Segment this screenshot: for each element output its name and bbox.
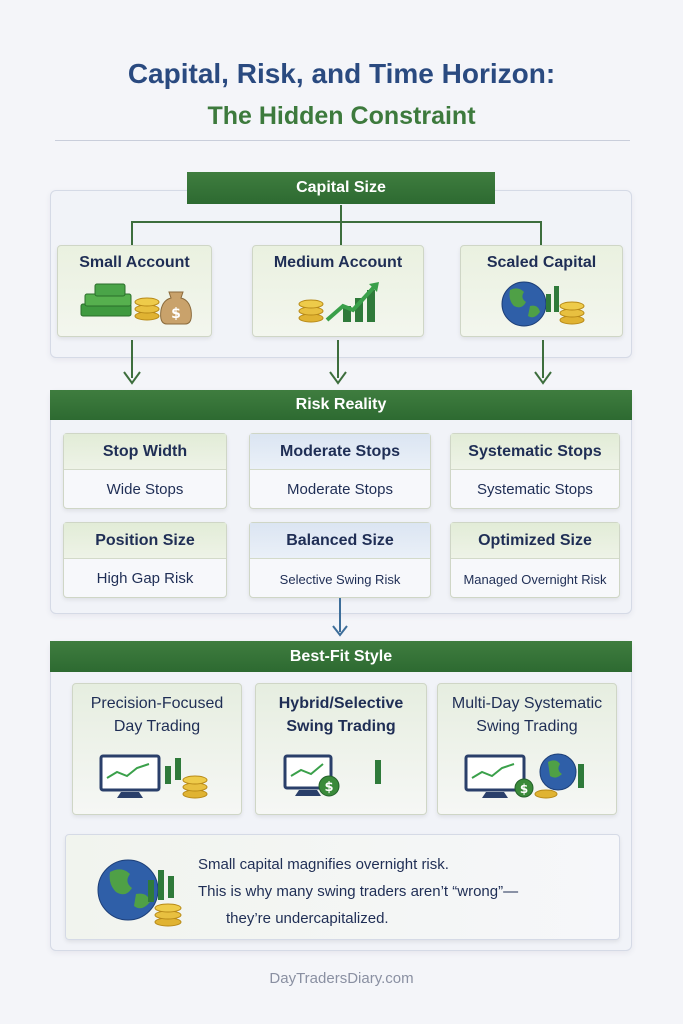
stop-width-header: Stop Width (64, 434, 226, 470)
moderate-stops-header: Moderate Stops (250, 434, 430, 470)
note-line3: they’re undercapitalized. (226, 910, 389, 927)
capital-connectors (123, 205, 552, 385)
stop-width-value: Wide Stops (106, 481, 184, 498)
balanced-size-cell: Balanced Size Selective Swing Risk (249, 522, 431, 598)
position-size-cell: Position Size High Gap Risk (63, 522, 227, 598)
balanced-size-header: Balanced Size (250, 523, 430, 559)
systematic-swing-card: Multi-Day Systematic Swing Trading $ (437, 683, 617, 815)
footer-website: DayTradersDiary.com (269, 970, 414, 987)
money-bag-icon: $ (80, 283, 192, 325)
small-account-card: Small Account $ (57, 245, 212, 337)
svg-text:$: $ (520, 782, 528, 796)
optimized-size-value: Managed Overnight Risk (463, 572, 607, 587)
medium-account-label: Medium Account (273, 254, 403, 271)
position-size-value: High Gap Risk (96, 570, 194, 587)
systematic-stops-value: Systematic Stops (477, 481, 593, 498)
systematic-stops-cell: Systematic Stops Systematic Stops (450, 433, 620, 509)
position-size-header: Position Size (64, 523, 226, 559)
systematic-swing-label-line1: Multi-Day Systematic (451, 695, 603, 712)
page-subtitle: The Hidden Constraint (207, 102, 476, 130)
scaled-capital-card: Scaled Capital (460, 245, 623, 337)
monitor-globe-icon: $ (464, 753, 584, 799)
page-title: Capital, Risk, and Time Horizon: (127, 58, 556, 89)
small-account-label: Small Account (79, 254, 190, 271)
title-divider (55, 140, 630, 141)
monitor-moon-icon: $ (283, 754, 381, 797)
svg-text:$: $ (324, 780, 333, 795)
svg-text:$: $ (171, 306, 181, 322)
note-line1: Small capital magnifies overnight risk. (198, 856, 449, 873)
day-trading-label-line1: Precision-Focused (90, 695, 224, 712)
swing-trading-label-line2: Swing Trading (286, 718, 396, 735)
capital-size-header: Capital Size (187, 172, 495, 204)
moderate-stops-value: Moderate Stops (287, 481, 393, 498)
systematic-swing-label-line2: Swing Trading (476, 718, 578, 735)
swing-trading-card: Hybrid/Selective Swing Trading $ (255, 683, 427, 815)
medium-account-card: Medium Account (252, 245, 424, 337)
systematic-stops-header: Systematic Stops (451, 434, 619, 470)
scaled-capital-label: Scaled Capital (486, 254, 597, 271)
optimized-size-header: Optimized Size (451, 523, 619, 559)
day-trading-card: Precision-Focused Day Trading (72, 683, 242, 815)
globe-coins-icon (501, 281, 584, 327)
risk-reality-header: Risk Reality (50, 390, 632, 420)
growth-chart-icon (298, 282, 379, 323)
balanced-size-value: Selective Swing Risk (279, 572, 401, 587)
globe-chart-icon (97, 859, 182, 927)
note-line2: This is why many swing traders aren’t “w… (198, 883, 519, 900)
risk-to-style-arrow (332, 598, 348, 637)
moderate-stops-cell: Moderate Stops Moderate Stops (249, 433, 431, 509)
stop-width-cell: Stop Width Wide Stops (63, 433, 227, 509)
swing-trading-label-line1: Hybrid/Selective (278, 695, 404, 712)
day-trading-label-line2: Day Trading (113, 718, 201, 735)
best-fit-style-header: Best-Fit Style (50, 641, 632, 672)
monitor-coins-icon (99, 754, 208, 799)
optimized-size-cell: Optimized Size Managed Overnight Risk (450, 522, 620, 598)
